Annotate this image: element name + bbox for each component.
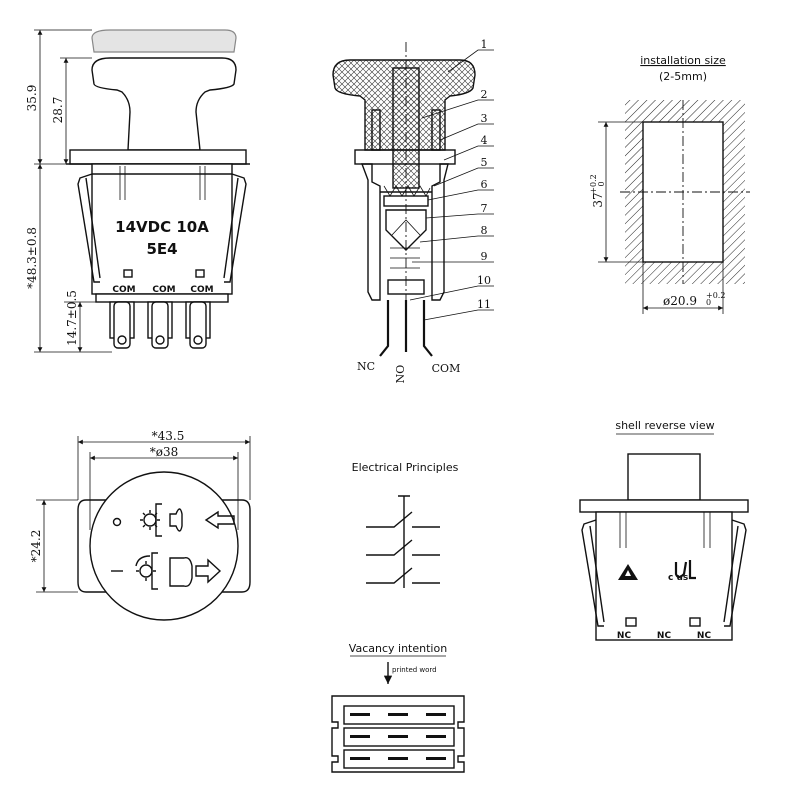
callouts: 1 2 3 4 5 6 7 8 9 10 11	[409, 38, 494, 321]
callout-11: 11	[477, 298, 491, 311]
dim-knob-height: 28.7	[51, 97, 65, 124]
pin-nc	[379, 300, 390, 357]
callout-6: 6	[481, 178, 488, 191]
section-view: NC NO COM 1 2 3 4 5 6 7 8 9 10 11	[332, 38, 494, 384]
switch-contacts	[366, 511, 440, 584]
terminals	[109, 301, 211, 349]
dot-icon	[112, 517, 122, 527]
knob-cap-ghost	[91, 29, 237, 53]
bracket-icon-2	[151, 552, 158, 590]
arrow-right-icon	[195, 558, 222, 584]
latch-left	[77, 173, 100, 283]
terminal-label-2: COM	[152, 285, 175, 295]
reverse-body	[595, 511, 733, 641]
callout-9: 9	[481, 250, 488, 263]
reverse-title: shell reverse view	[615, 419, 714, 432]
cutout-diameter-tol-low: 0	[706, 298, 711, 307]
cutout-height-tol: +0.2	[589, 174, 598, 193]
callout-8: 8	[481, 224, 488, 237]
code-label: 5E4	[146, 240, 177, 258]
terminal-label-3: COM	[190, 285, 213, 295]
electrical-principles: Electrical Principles	[352, 461, 459, 588]
side-view: 14VDC 10A 5E4 COM COM COM	[25, 29, 250, 353]
callout-10: 10	[477, 274, 491, 287]
pin-label-no: NO	[394, 365, 407, 384]
warning-triangle-icon	[618, 564, 638, 580]
terminal-base	[95, 293, 229, 303]
latch-right	[224, 173, 247, 283]
cutout-height-tol-low: 0	[597, 181, 606, 186]
rating-label: 14VDC 10A	[115, 218, 209, 236]
pin-com	[422, 300, 433, 357]
vacancy-slots	[350, 713, 446, 760]
reverse-terminal-1: NC	[617, 631, 632, 641]
vacancy-title: Vacancy intention	[349, 642, 447, 655]
cert-mark: c us	[668, 573, 688, 583]
pin-label-com: COM	[432, 362, 461, 375]
arrow-left-icon	[204, 510, 235, 530]
dim-body-height: *48.3±0.8	[25, 227, 39, 289]
plunger-icon	[169, 508, 183, 532]
shell-reverse-view: shell reverse view c us NC NC NC	[579, 419, 749, 641]
dim-terminal-length: 14.7±0.5	[65, 290, 79, 346]
callout-1: 1	[481, 38, 488, 51]
callout-2: 2	[481, 88, 488, 101]
cutout-diameter-tol: +0.2	[706, 291, 725, 300]
vacancy-outline	[331, 695, 465, 773]
callout-4: 4	[481, 134, 488, 147]
bracket-icon	[155, 503, 162, 537]
dim-front-height: *24.2	[29, 530, 43, 563]
dim-outer-width: *43.5	[152, 429, 185, 443]
reverse-plunger	[627, 453, 701, 501]
callout-7: 7	[481, 202, 488, 215]
front-view: *43.5 *ø38 *24.2	[29, 429, 251, 621]
callout-5: 5	[481, 156, 488, 169]
ul-mark-icon	[674, 560, 696, 580]
side-dimensions: 35.9 28.7 *48.3±0.8 14.7±0.5	[25, 29, 112, 353]
reverse-terminal-3: NC	[697, 631, 712, 641]
front-bezel	[89, 471, 239, 621]
dim-inner-diameter: *ø38	[150, 445, 179, 459]
collar	[69, 149, 247, 165]
installation-title: installation size	[640, 54, 726, 67]
electrical-title: Electrical Principles	[352, 461, 459, 474]
reverse-terminal-2: NC	[657, 631, 672, 641]
printed-word-note: printed word	[392, 666, 437, 674]
plunger-out-icon	[169, 556, 193, 588]
knob-cap	[91, 57, 237, 151]
pin-label-nc: NC	[357, 360, 375, 373]
reverse-collar	[579, 499, 749, 513]
panel-range: (2-5mm)	[659, 70, 707, 83]
dim-total-height: 35.9	[25, 85, 39, 112]
vacancy-intention: Vacancy intention printed word	[331, 642, 465, 773]
cutout-diameter: ø20.9	[663, 294, 697, 308]
terminal-label-1: COM	[112, 285, 135, 295]
cutout-height: 37	[591, 192, 605, 207]
callout-3: 3	[481, 112, 488, 125]
installation-size: installation size (2-5mm) 37 +0.2 0 ø20.…	[589, 54, 750, 314]
